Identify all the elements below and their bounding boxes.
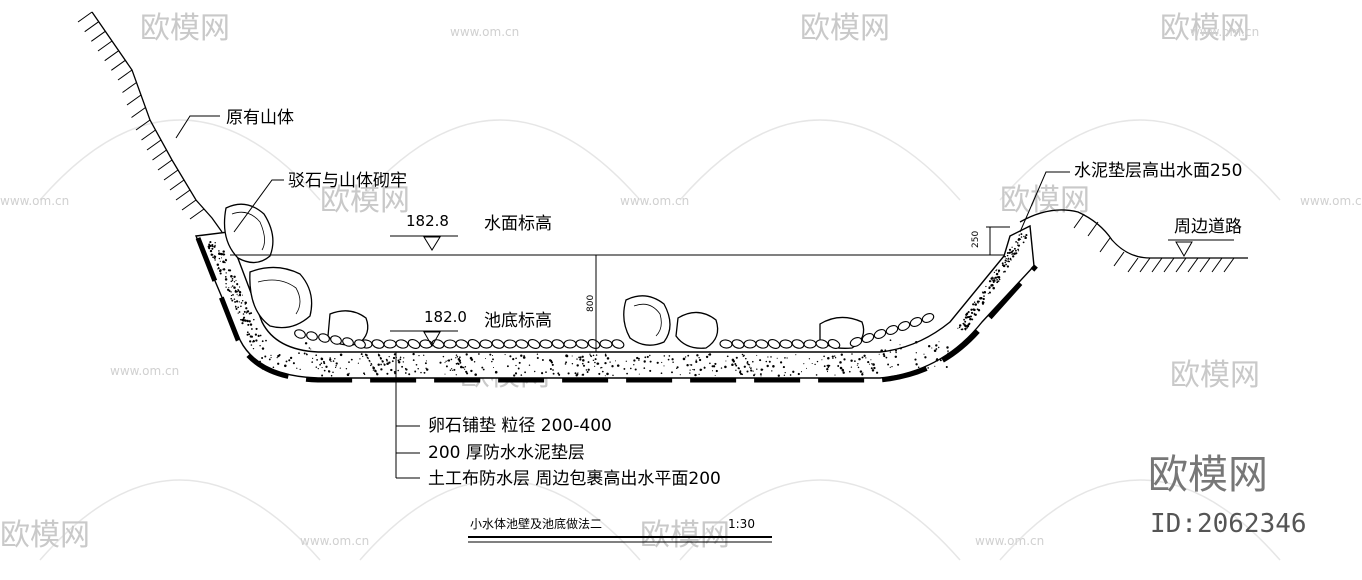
water-level-marker: 182.8 水面标高 [390, 212, 552, 251]
bottom-level-value: 182.0 [424, 308, 467, 326]
brand-watermark: 欧模网 ID:2062346 [1148, 452, 1307, 539]
layer-cement: 200 厚防水水泥垫层 [428, 443, 585, 463]
watermark-brand: 欧模网 [640, 518, 730, 553]
boulders [223, 203, 865, 349]
geotextile-layer [195, 237, 1038, 383]
watermark-brand: 欧模网 [1160, 11, 1250, 46]
height-dimension: 250 [971, 226, 1010, 256]
watermark-brand-large: 欧模网 [1148, 452, 1268, 498]
layer-callouts: 卵石铺垫 粒径 200-400 200 厚防水水泥垫层 土工布防水层 周边包裹高… [395, 352, 721, 489]
layer-geotextile: 土工布防水层 周边包裹高出水平面200 [428, 469, 721, 489]
watermark-url: www.om.cn [1190, 25, 1259, 39]
watermark-url: www.om.cn [110, 364, 179, 378]
pebble-cushion [294, 313, 935, 349]
label-road: 周边道路 [1174, 217, 1242, 237]
leader-cement-above-water: 水泥垫层高出水面250 [1019, 161, 1242, 233]
drawing-title: 小水体池壁及池底做法二 [470, 516, 602, 531]
mountain-slope [77, 11, 223, 233]
watermark-url: www.om.cn [975, 534, 1044, 548]
watermark-arcs [39, 119, 1281, 561]
watermark-url: www.om.cn [0, 194, 69, 208]
watermark-url: www.om.cn [300, 534, 369, 548]
layer-pebble: 卵石铺垫 粒径 200-400 [428, 416, 612, 436]
leader-boulder-fix: 驳石与山体砌牢 [233, 171, 407, 233]
road-marker: 周边道路 [1168, 217, 1242, 258]
dim-800: 800 [586, 295, 596, 312]
drawing-title-block: 小水体池壁及池底做法二 1:30 [468, 516, 772, 543]
watermark-id: ID:2062346 [1150, 509, 1307, 539]
road-ground [1019, 209, 1248, 273]
label-cement-above-water: 水泥垫层高出水面250 [1074, 161, 1242, 181]
leader-original-mountain: 原有山体 [175, 108, 294, 139]
depth-dimension: 800 [586, 255, 597, 352]
label-original-mountain: 原有山体 [226, 108, 294, 128]
water-level-label: 水面标高 [484, 214, 552, 234]
watermark-brand: 欧模网 [800, 11, 890, 46]
bottom-level-label: 池底标高 [484, 311, 552, 331]
bottom-level-marker: 182.0 池底标高 [390, 308, 552, 348]
label-boulder-fix: 驳石与山体砌牢 [288, 171, 407, 191]
dim-250: 250 [971, 231, 981, 248]
watermark-brand: 欧模网 [1000, 183, 1090, 218]
cement-cushion-layer [194, 224, 1035, 379]
watermark-url: www.om.cn [1300, 194, 1362, 208]
water-level-value: 182.8 [406, 212, 449, 230]
watermark-url: www.om.cn [450, 25, 519, 39]
drawing-scale: 1:30 [728, 517, 755, 531]
watermark-url: www.om.cn [620, 194, 689, 208]
watermark-brand: 欧模网 [0, 518, 90, 553]
watermark-brand: 欧模网 [140, 11, 230, 46]
watermark-brand: 欧模网 [320, 183, 410, 218]
watermark-brand: 欧模网 [1170, 358, 1260, 393]
